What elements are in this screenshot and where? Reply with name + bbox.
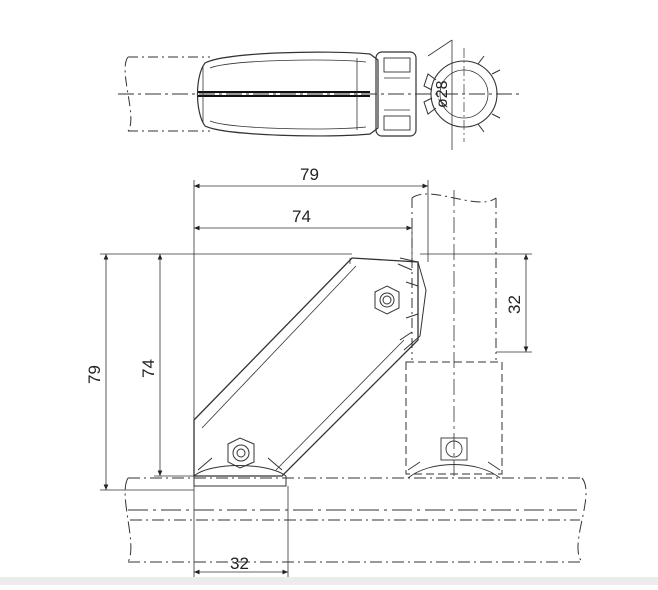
diameter-label: ø28: [434, 80, 451, 108]
dim-inner-height: [154, 254, 194, 477]
dim-label-bottom-offset: 32: [230, 554, 249, 573]
dim-label-overall-width: 79: [300, 165, 319, 184]
diagonal-brace: [193, 257, 419, 477]
dim-label-inner-height: 74: [139, 359, 158, 378]
top-view-clamp-body: [196, 51, 379, 137]
right-rear-clamp-nut: [407, 437, 501, 479]
dim-label-overall-height: 79: [85, 365, 104, 384]
horizontal-tube: [124, 477, 587, 563]
upper-nut: [374, 285, 400, 315]
bottom-strip: [0, 577, 658, 585]
front-view: [100, 180, 587, 578]
dim-bottom-offset: [193, 486, 289, 578]
top-view-tube-section: [423, 48, 501, 142]
dim-right-offset: [420, 253, 532, 353]
dim-overall-width: [193, 180, 429, 420]
dim-overall-height: [100, 253, 352, 491]
right-rear-clamp: [405, 361, 503, 475]
lower-clamp: [193, 457, 287, 487]
lower-nut: [227, 437, 255, 469]
dim-label-inner-width: 74: [292, 207, 311, 226]
top-view-pipe: [124, 56, 210, 132]
dim-inner-width: [194, 222, 413, 262]
dim-label-right-offset: 32: [505, 295, 524, 314]
top-view: [118, 39, 520, 150]
